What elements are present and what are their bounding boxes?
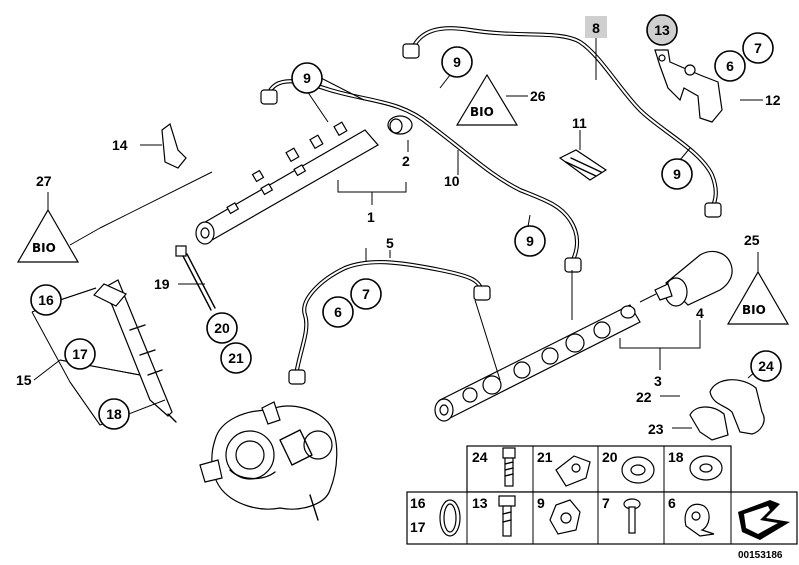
svg-text:9: 9 (673, 166, 681, 182)
svg-text:16: 16 (38, 292, 54, 308)
legend-cell-18[interactable]: 18 (668, 449, 723, 481)
legend-cell-20[interactable]: 20 (602, 449, 655, 484)
leader-lines (31, 38, 763, 429)
callout-8[interactable]: 8 (585, 16, 607, 38)
callout-9-top[interactable]: 9 (441, 46, 473, 78)
callout-20[interactable]: 20 (206, 312, 238, 344)
svg-text:9: 9 (537, 495, 545, 511)
callout-11[interactable]: 11 (572, 115, 587, 131)
legend-cell-24[interactable]: 24 (472, 447, 516, 487)
callout-10[interactable]: 10 (444, 173, 460, 189)
fuel-line-high-pressure-upper (409, 26, 718, 211)
callout-15[interactable]: 15 (16, 372, 32, 388)
svg-text:18: 18 (668, 449, 684, 465)
legend-cell-7[interactable]: 7 (602, 495, 641, 534)
svg-text:21: 21 (537, 449, 553, 465)
callout-23[interactable]: 23 (648, 421, 664, 437)
svg-text:24: 24 (472, 449, 488, 465)
legend-cell-9[interactable]: 9 (537, 495, 581, 535)
rail-plug (387, 115, 413, 135)
warning-triangle-27-icon: BIO (16, 208, 80, 263)
legend-cell-13[interactable]: 13 (472, 495, 516, 537)
fuel-line-high-pressure-middle (265, 79, 580, 265)
svg-text:7: 7 (362, 286, 370, 302)
warning-triangle-26-icon: BIO (455, 73, 519, 126)
svg-text:18: 18 (106, 406, 122, 422)
callout-9-right[interactable]: 9 (661, 158, 693, 190)
callout-17[interactable]: 17 (64, 338, 96, 370)
callout-21[interactable]: 21 (220, 342, 252, 374)
callout-1[interactable]: 1 (367, 209, 375, 225)
svg-text:6: 6 (726, 58, 734, 74)
svg-text:21: 21 (228, 350, 244, 366)
bracket (654, 49, 723, 123)
injector-return-clip (161, 123, 187, 169)
svg-text:BIO: BIO (32, 241, 56, 255)
callout-6-top[interactable]: 6 (714, 50, 746, 82)
svg-text:9: 9 (303, 70, 311, 86)
legend-cell-21[interactable]: 21 (537, 449, 591, 487)
high-pressure-pump (199, 401, 338, 521)
pressure-regulator (639, 250, 733, 307)
callout-6-middle[interactable]: 6 (322, 296, 354, 328)
fuel-rail-upper (195, 121, 379, 245)
callout-2[interactable]: 2 (402, 153, 410, 169)
callout-4[interactable]: 4 (696, 305, 704, 321)
svg-text:17: 17 (410, 519, 426, 535)
bolt (175, 245, 216, 311)
legend-cell-6[interactable]: 6 (668, 495, 715, 537)
callout-18[interactable]: 18 (98, 398, 130, 430)
callout-12[interactable]: 12 (765, 92, 781, 108)
callout-24[interactable]: 24 (750, 350, 782, 382)
svg-text:7: 7 (602, 495, 610, 511)
warning-triangle-25-icon: BIO (726, 270, 790, 325)
diagram-code: 00153186 (738, 550, 783, 561)
fuel-rail-lower (434, 304, 641, 422)
legend-arrow-icon[interactable] (738, 500, 790, 540)
callout-22[interactable]: 22 (636, 389, 652, 405)
svg-text:9: 9 (526, 233, 534, 249)
fuel-line-pump-to-rail (293, 259, 485, 378)
callout-5[interactable]: 5 (386, 235, 394, 251)
svg-text:20: 20 (602, 449, 618, 465)
callout-13[interactable]: 13 (646, 14, 678, 46)
callout-7-middle[interactable]: 7 (350, 278, 382, 310)
callout-3[interactable]: 3 (654, 373, 662, 389)
callout-27[interactable]: 27 (36, 173, 52, 189)
svg-text:6: 6 (334, 304, 342, 320)
svg-text:8: 8 (592, 20, 600, 36)
callout-19[interactable]: 19 (154, 276, 170, 292)
legend-cell-16-17[interactable]: 16 17 (410, 495, 461, 537)
svg-text:6: 6 (668, 495, 676, 511)
callout-26[interactable]: 26 (530, 88, 546, 104)
sleeve (558, 149, 608, 181)
callout-7-top[interactable]: 7 (742, 32, 774, 64)
svg-text:24: 24 (758, 358, 774, 374)
svg-text:BIO: BIO (470, 105, 494, 119)
svg-text:13: 13 (472, 495, 488, 511)
svg-text:BIO: BIO (742, 303, 766, 317)
callout-16[interactable]: 16 (30, 284, 62, 316)
callout-25[interactable]: 25 (744, 232, 760, 248)
svg-text:9: 9 (453, 54, 461, 70)
svg-text:16: 16 (410, 495, 426, 511)
callout-14[interactable]: 14 (112, 137, 128, 153)
callout-9-left[interactable]: 9 (291, 62, 323, 94)
injector (93, 279, 177, 423)
svg-text:20: 20 (214, 320, 230, 336)
callout-9-middle[interactable]: 9 (514, 225, 546, 257)
svg-text:17: 17 (72, 346, 88, 362)
svg-text:7: 7 (754, 40, 762, 56)
pipe-clamp (689, 379, 765, 441)
pipe-fittings (260, 43, 722, 385)
svg-text:13: 13 (654, 22, 670, 38)
